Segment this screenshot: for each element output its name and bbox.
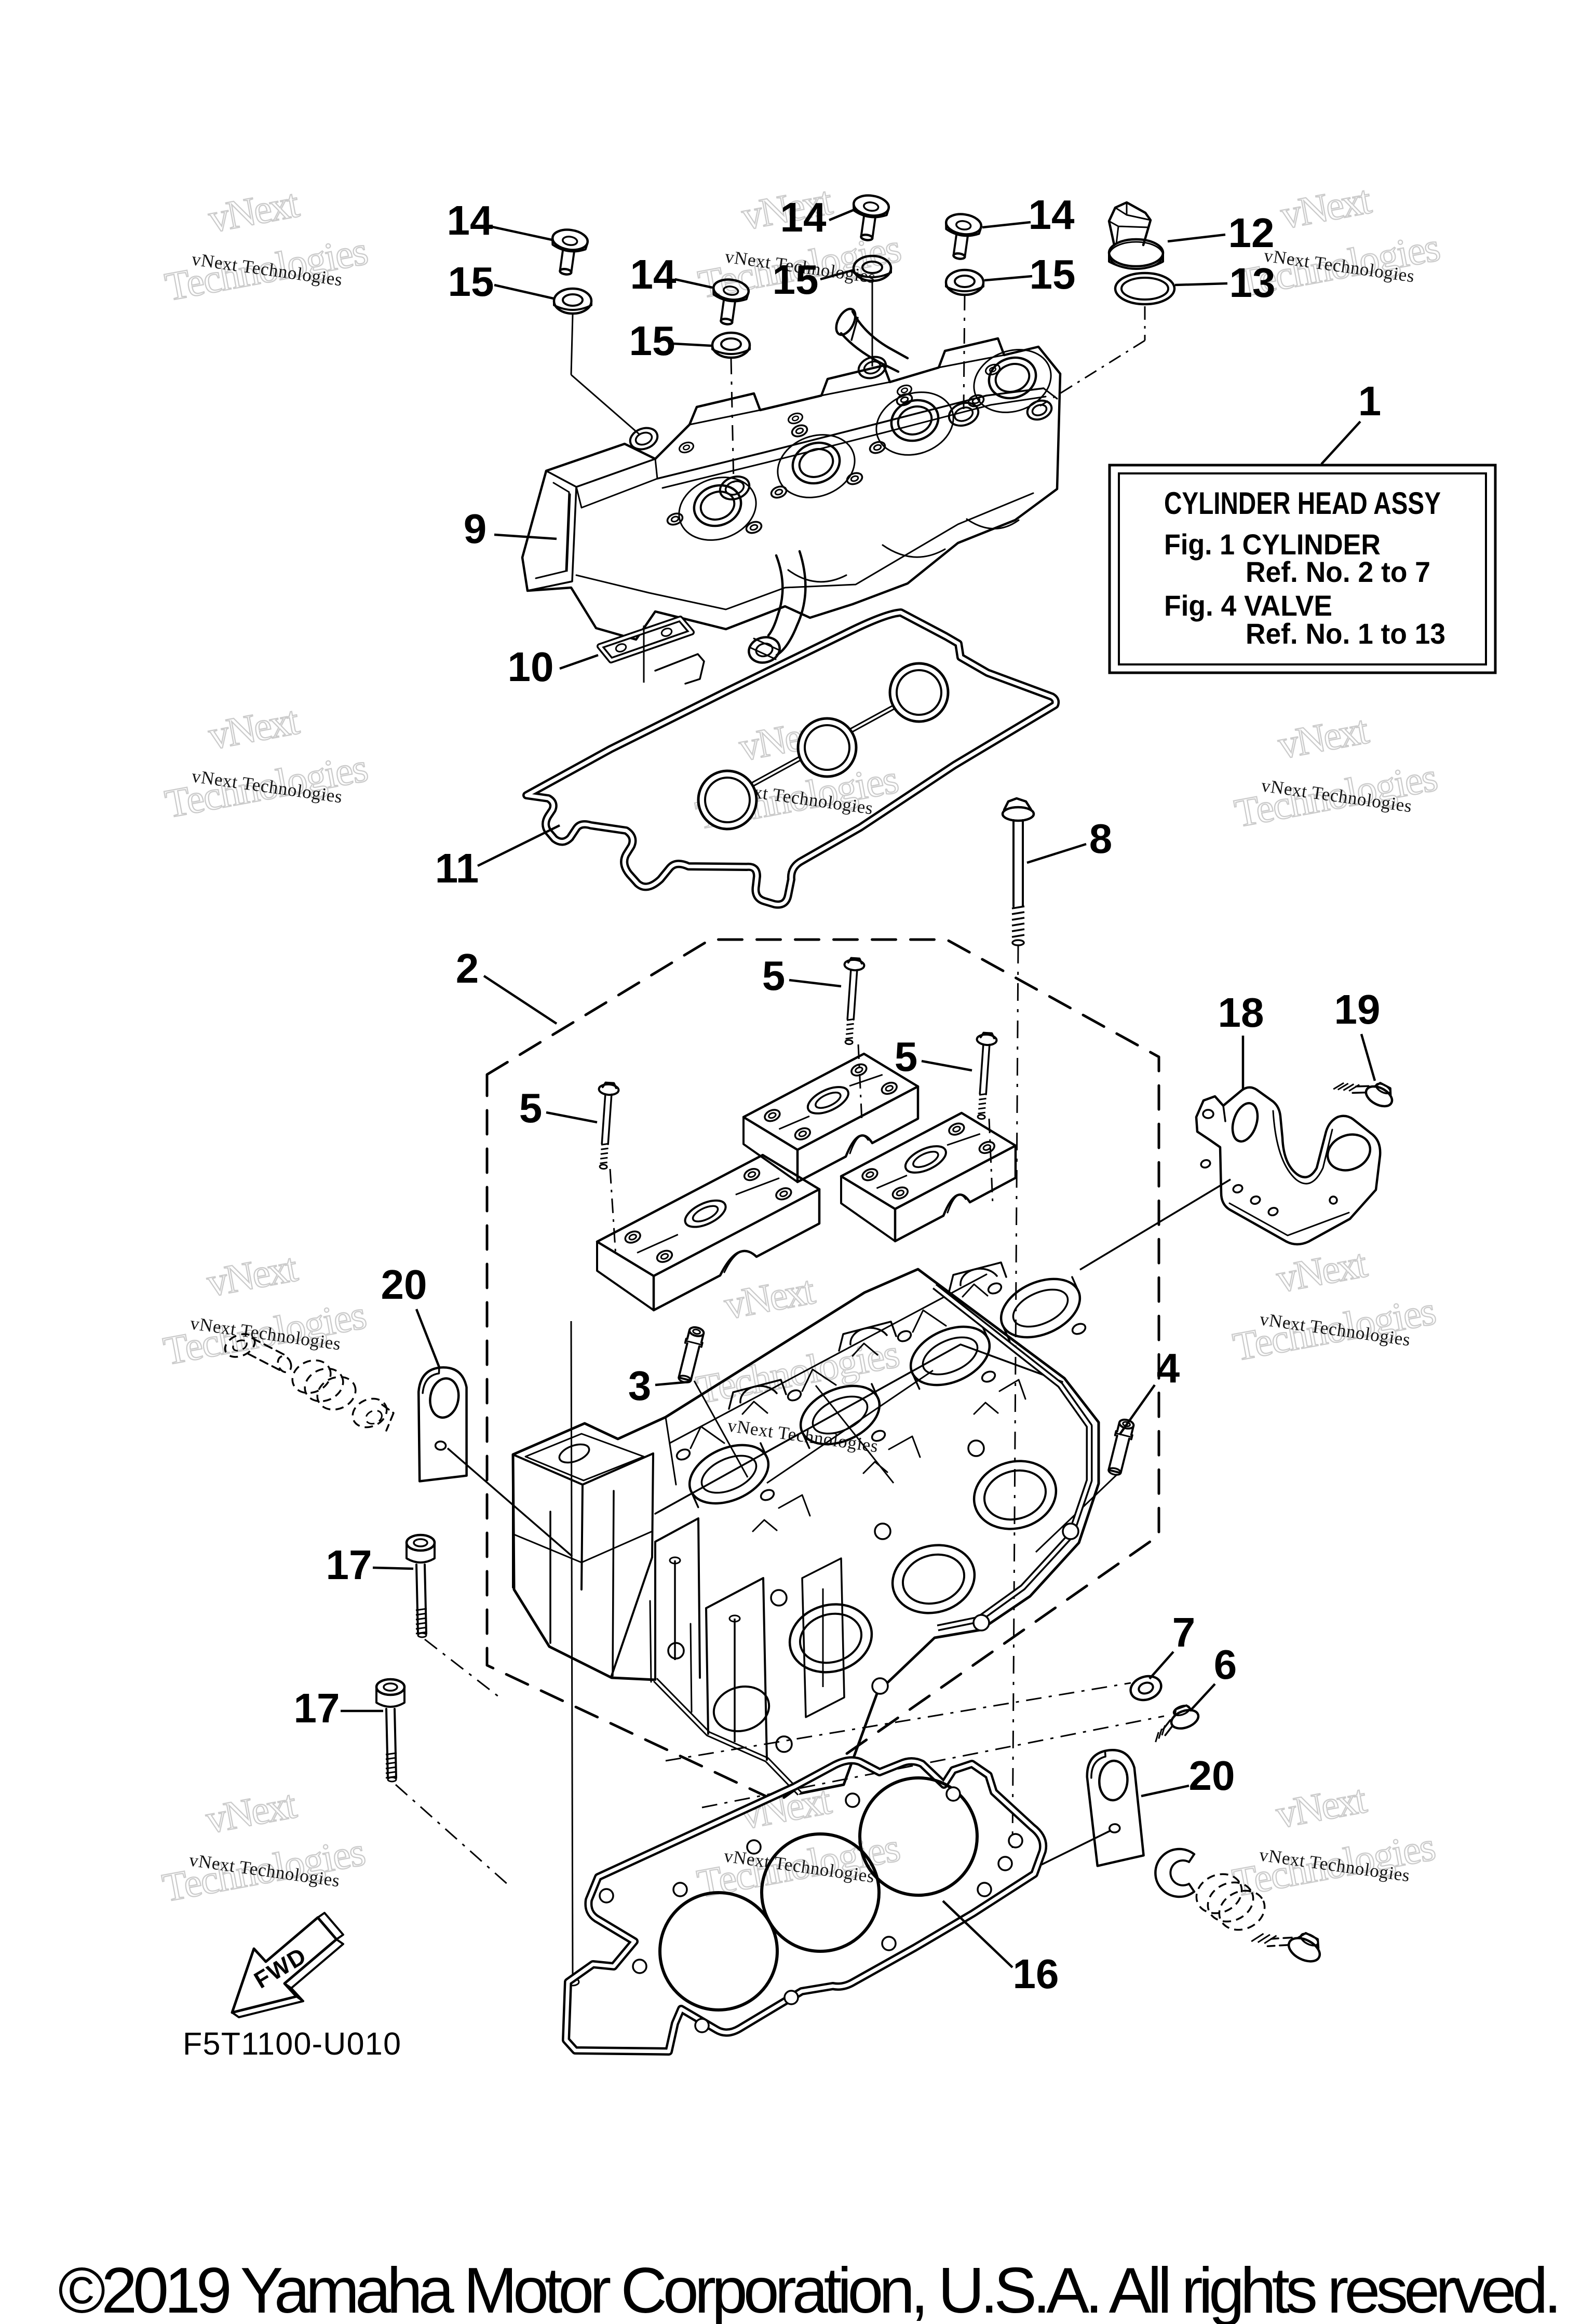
- svg-text:16: 16: [1013, 1951, 1059, 1997]
- svg-text:©2019 Yamaha Motor Corporation: ©2019 Yamaha Motor Corporation, U.S.A. A…: [58, 2255, 1562, 2324]
- svg-text:8: 8: [1089, 816, 1113, 862]
- svg-text:15: 15: [1030, 251, 1076, 297]
- svg-text:19: 19: [1334, 986, 1381, 1032]
- svg-text:6: 6: [1214, 1641, 1237, 1688]
- svg-text:17: 17: [326, 1542, 372, 1588]
- svg-text:10: 10: [508, 644, 554, 690]
- svg-text:5: 5: [762, 953, 786, 999]
- svg-text:20: 20: [1189, 1752, 1235, 1799]
- svg-text:17: 17: [294, 1685, 340, 1731]
- svg-text:9: 9: [464, 506, 487, 552]
- svg-text:14: 14: [630, 251, 677, 297]
- svg-text:7: 7: [1172, 1609, 1196, 1655]
- svg-text:Ref. No. 1 to 13: Ref. No. 1 to 13: [1246, 617, 1445, 650]
- svg-text:1: 1: [1358, 378, 1382, 424]
- svg-text:18: 18: [1218, 989, 1264, 1036]
- svg-text:14: 14: [780, 194, 827, 240]
- svg-text:F5T1100-U010: F5T1100-U010: [183, 2026, 401, 2061]
- svg-text:2: 2: [456, 945, 479, 991]
- svg-text:11: 11: [435, 845, 479, 891]
- svg-text:5: 5: [519, 1085, 543, 1131]
- svg-text:13: 13: [1229, 260, 1276, 306]
- svg-text:4: 4: [1157, 1345, 1180, 1391]
- svg-text:Fig. 4 VALVE: Fig. 4 VALVE: [1164, 589, 1332, 622]
- svg-text:12: 12: [1228, 210, 1275, 256]
- svg-text:15: 15: [773, 256, 819, 303]
- svg-text:15: 15: [629, 318, 675, 364]
- svg-text:14: 14: [447, 197, 493, 243]
- svg-text:14: 14: [1029, 192, 1075, 238]
- svg-text:Ref. No. 2 to 7: Ref. No. 2 to 7: [1246, 555, 1430, 588]
- svg-text:CYLINDER HEAD ASSY: CYLINDER HEAD ASSY: [1164, 486, 1441, 521]
- svg-text:15: 15: [448, 259, 494, 305]
- svg-text:5: 5: [895, 1034, 918, 1080]
- svg-text:3: 3: [628, 1363, 652, 1409]
- svg-text:20: 20: [381, 1261, 427, 1308]
- svg-text:Fig. 1 CYLINDER: Fig. 1 CYLINDER: [1164, 528, 1381, 561]
